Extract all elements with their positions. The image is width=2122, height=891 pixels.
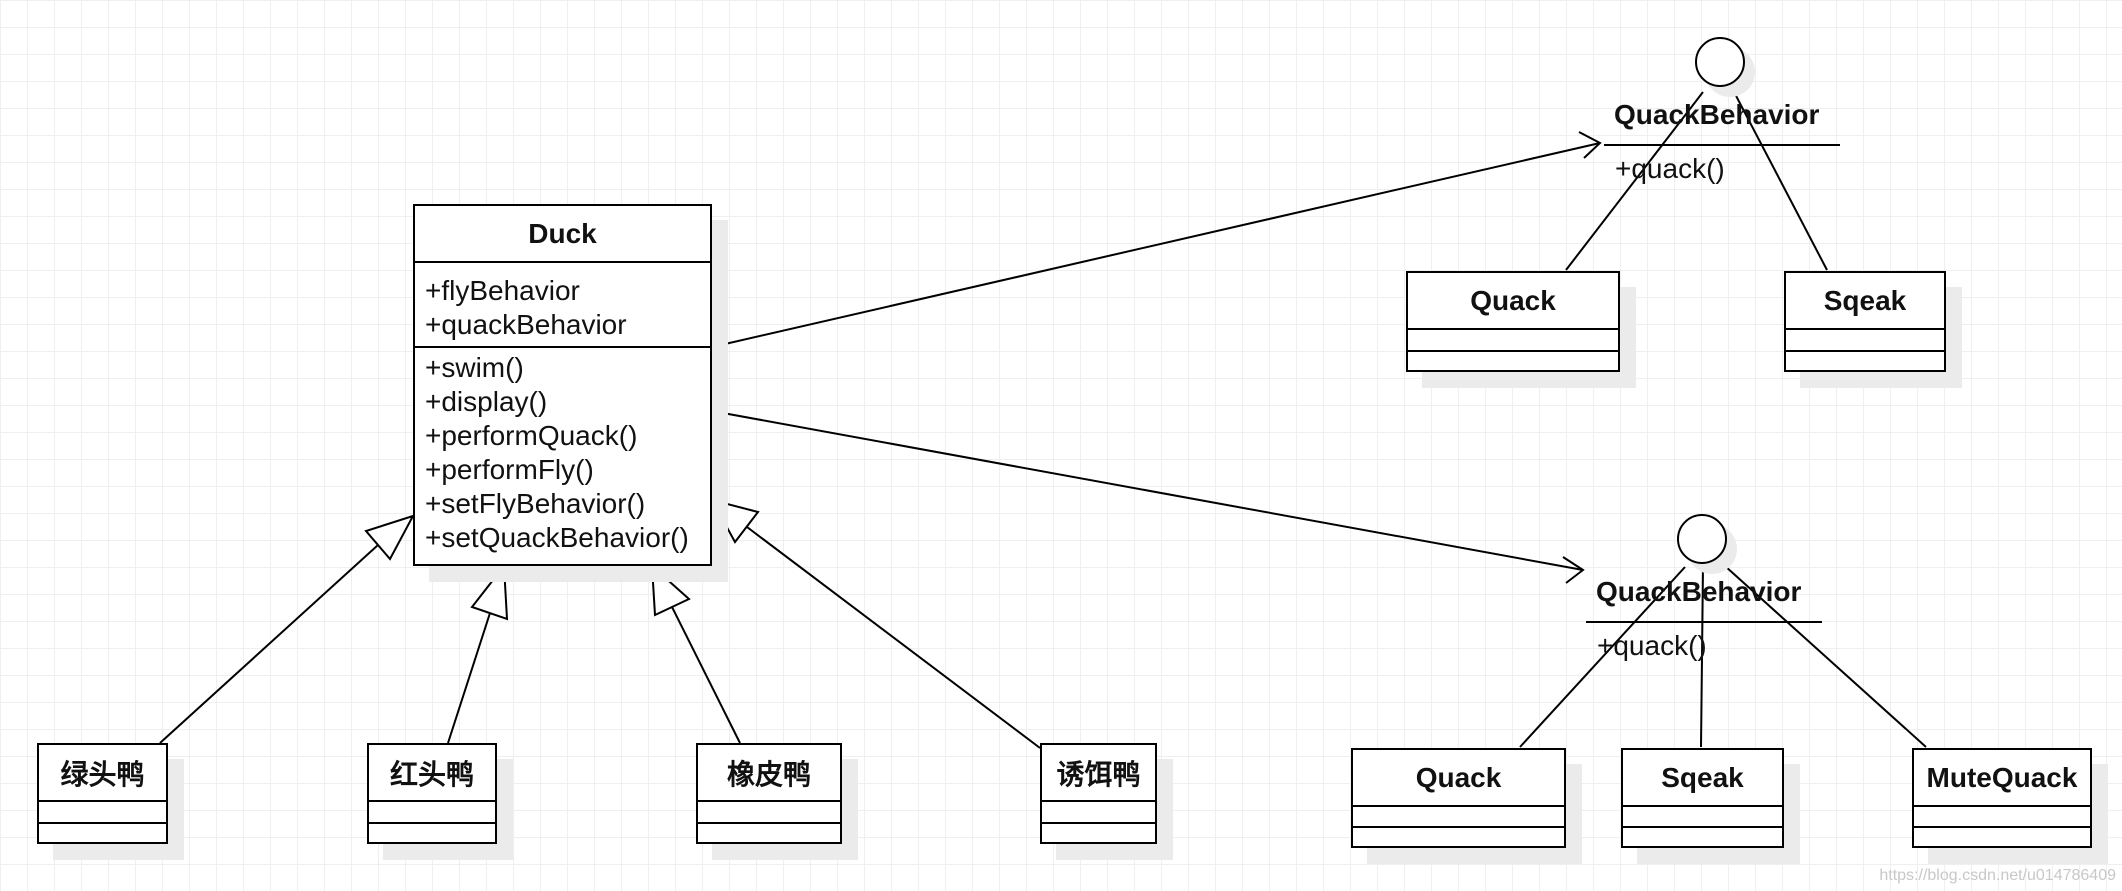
class-attributes-empty bbox=[1353, 807, 1564, 828]
attribute: +quackBehavior bbox=[425, 309, 627, 340]
interface-top-circle-icon bbox=[1695, 37, 1745, 87]
watermark: https://blog.csdn.net/u014786409 bbox=[1879, 867, 2116, 884]
generalization-subclass-1 bbox=[159, 514, 416, 744]
class-attributes-empty bbox=[369, 802, 495, 824]
class-attributes-empty bbox=[1408, 330, 1618, 352]
association-duck-to-top-interface bbox=[711, 131, 1602, 348]
class-attributes-empty bbox=[1042, 802, 1155, 824]
interface-top-operation: +quack() bbox=[1615, 153, 1725, 184]
class-duck-attributes: +flyBehavior +quackBehavior bbox=[415, 263, 710, 348]
interface-bottom-circle-icon bbox=[1677, 514, 1727, 564]
class-attributes-empty bbox=[39, 802, 166, 824]
generalization-subclass-3 bbox=[650, 563, 741, 744]
operation: +swim() bbox=[425, 352, 524, 383]
realization-bottom-mutequack bbox=[1724, 565, 1927, 748]
generalization-subclass-4 bbox=[710, 498, 1041, 749]
class-bottom-mutequack[interactable]: MuteQuack bbox=[1912, 748, 2092, 848]
operation: +display() bbox=[425, 386, 548, 417]
class-bottom-sqeak[interactable]: Sqeak bbox=[1621, 748, 1784, 848]
interface-bottom-operation: +quack() bbox=[1597, 630, 1707, 661]
realization-bottom-sqeak bbox=[1700, 566, 1704, 748]
class-top-quack[interactable]: Quack bbox=[1406, 271, 1620, 372]
association-duck-to-bottom-interface bbox=[711, 410, 1585, 584]
class-top-quack-name: Quack bbox=[1408, 273, 1618, 330]
class-attributes-empty bbox=[1786, 330, 1944, 352]
class-bottom-sqeak-name: Sqeak bbox=[1623, 750, 1782, 807]
interface-bottom-name: QuackBehavior bbox=[1596, 576, 1802, 607]
class-subclass-3[interactable]: 橡皮鸭 bbox=[696, 743, 842, 844]
realization-top-quack bbox=[1565, 91, 1704, 271]
interface-bottom-divider bbox=[1586, 621, 1822, 623]
realization-top-sqeak bbox=[1732, 89, 1828, 271]
class-attributes-empty bbox=[1623, 807, 1782, 828]
class-subclass-4-name: 诱饵鸭 bbox=[1042, 745, 1155, 802]
class-bottom-mutequack-name: MuteQuack bbox=[1914, 750, 2090, 807]
class-subclass-1[interactable]: 绿头鸭 bbox=[37, 743, 168, 844]
class-top-sqeak-name: Sqeak bbox=[1786, 273, 1944, 330]
class-subclass-3-name: 橡皮鸭 bbox=[698, 745, 840, 802]
class-subclass-4[interactable]: 诱饵鸭 bbox=[1040, 743, 1157, 844]
interface-top-name: QuackBehavior bbox=[1614, 99, 1820, 130]
class-duck-name: Duck bbox=[415, 206, 710, 263]
class-bottom-quack-name: Quack bbox=[1353, 750, 1564, 807]
operation: +performQuack() bbox=[425, 420, 638, 451]
operation: +performFly() bbox=[425, 454, 594, 485]
generalization-subclass-2 bbox=[447, 563, 509, 744]
class-subclass-2[interactable]: 红头鸭 bbox=[367, 743, 497, 844]
class-bottom-quack[interactable]: Quack bbox=[1351, 748, 1566, 848]
class-top-sqeak[interactable]: Sqeak bbox=[1784, 271, 1946, 372]
class-attributes-empty bbox=[698, 802, 840, 824]
attribute: +flyBehavior bbox=[425, 275, 580, 306]
operation: +setFlyBehavior() bbox=[425, 488, 646, 519]
class-duck-operations: +swim() +display() +performQuack() +perf… bbox=[415, 348, 710, 555]
class-subclass-1-name: 绿头鸭 bbox=[39, 745, 166, 802]
operation: +setQuackBehavior() bbox=[425, 522, 689, 553]
class-attributes-empty bbox=[1914, 807, 2090, 828]
class-subclass-2-name: 红头鸭 bbox=[369, 745, 495, 802]
class-duck[interactable]: Duck +flyBehavior +quackBehavior +swim()… bbox=[413, 204, 712, 566]
interface-top-divider bbox=[1604, 144, 1840, 146]
realization-bottom-quack bbox=[1519, 566, 1686, 748]
